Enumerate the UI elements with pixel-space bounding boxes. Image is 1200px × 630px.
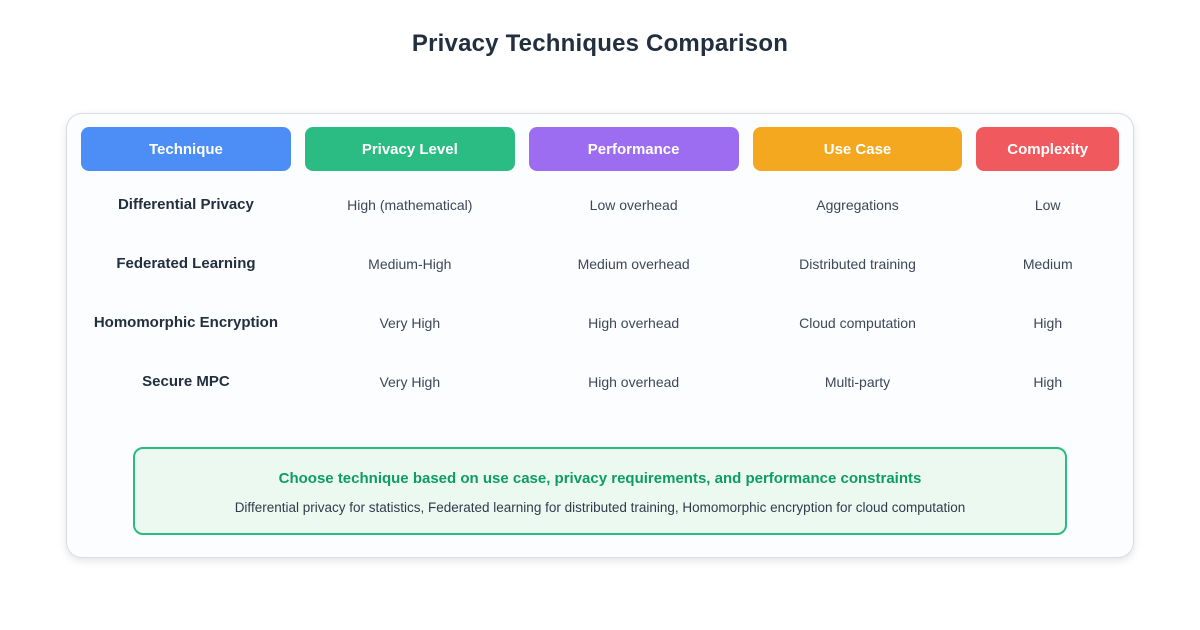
page-title: Privacy Techniques Comparison: [411, 30, 789, 57]
table-row: Secure MPC Very High High overhead Multi…: [81, 352, 1119, 411]
column-header-performance: Performance: [528, 127, 739, 171]
cell-performance: High overhead: [588, 373, 680, 390]
table-row: Federated Learning Medium-High Medium ov…: [81, 234, 1119, 293]
cell-complexity: Medium: [1022, 255, 1073, 272]
cell-complexity: High: [1033, 314, 1063, 331]
cell-privacy-level: High (mathematical): [347, 196, 473, 213]
table-row: Differential Privacy High (mathematical)…: [81, 175, 1119, 234]
cell-technique: Homomorphic Encryption: [93, 314, 279, 331]
table-header-row: Technique Privacy Level Performance Use …: [81, 127, 1119, 171]
cell-use-case: Distributed training: [799, 255, 916, 272]
column-header-technique: Technique: [81, 127, 291, 171]
cell-privacy-level: Very High: [379, 373, 441, 390]
column-header-complexity: Complexity: [976, 127, 1119, 171]
column-header-use-case: Use Case: [752, 127, 963, 171]
table-row: Homomorphic Encryption Very High High ov…: [81, 293, 1119, 352]
cell-technique: Differential Privacy: [117, 196, 254, 213]
cell-performance: Low overhead: [589, 196, 678, 213]
note-title: Choose technique based on use case, priv…: [278, 470, 922, 487]
cell-technique: Secure MPC: [142, 373, 230, 390]
cell-privacy-level: Medium-High: [368, 255, 452, 272]
cell-complexity: Low: [1034, 196, 1061, 213]
comparison-card: Technique Privacy Level Performance Use …: [66, 113, 1134, 558]
cell-technique: Federated Learning: [116, 255, 256, 272]
recommendation-note: Choose technique based on use case, priv…: [133, 447, 1067, 535]
column-header-privacy-level: Privacy Level: [304, 127, 515, 171]
note-body: Differential privacy for statistics, Fed…: [234, 500, 966, 515]
cell-use-case: Cloud computation: [799, 314, 916, 331]
cell-performance: High overhead: [588, 314, 680, 331]
cell-use-case: Multi-party: [824, 373, 891, 390]
cell-privacy-level: Very High: [379, 314, 441, 331]
cell-complexity: High: [1033, 373, 1063, 390]
table-rows: Differential Privacy High (mathematical)…: [81, 175, 1119, 411]
cell-use-case: Aggregations: [816, 196, 899, 213]
cell-performance: Medium overhead: [577, 255, 690, 272]
